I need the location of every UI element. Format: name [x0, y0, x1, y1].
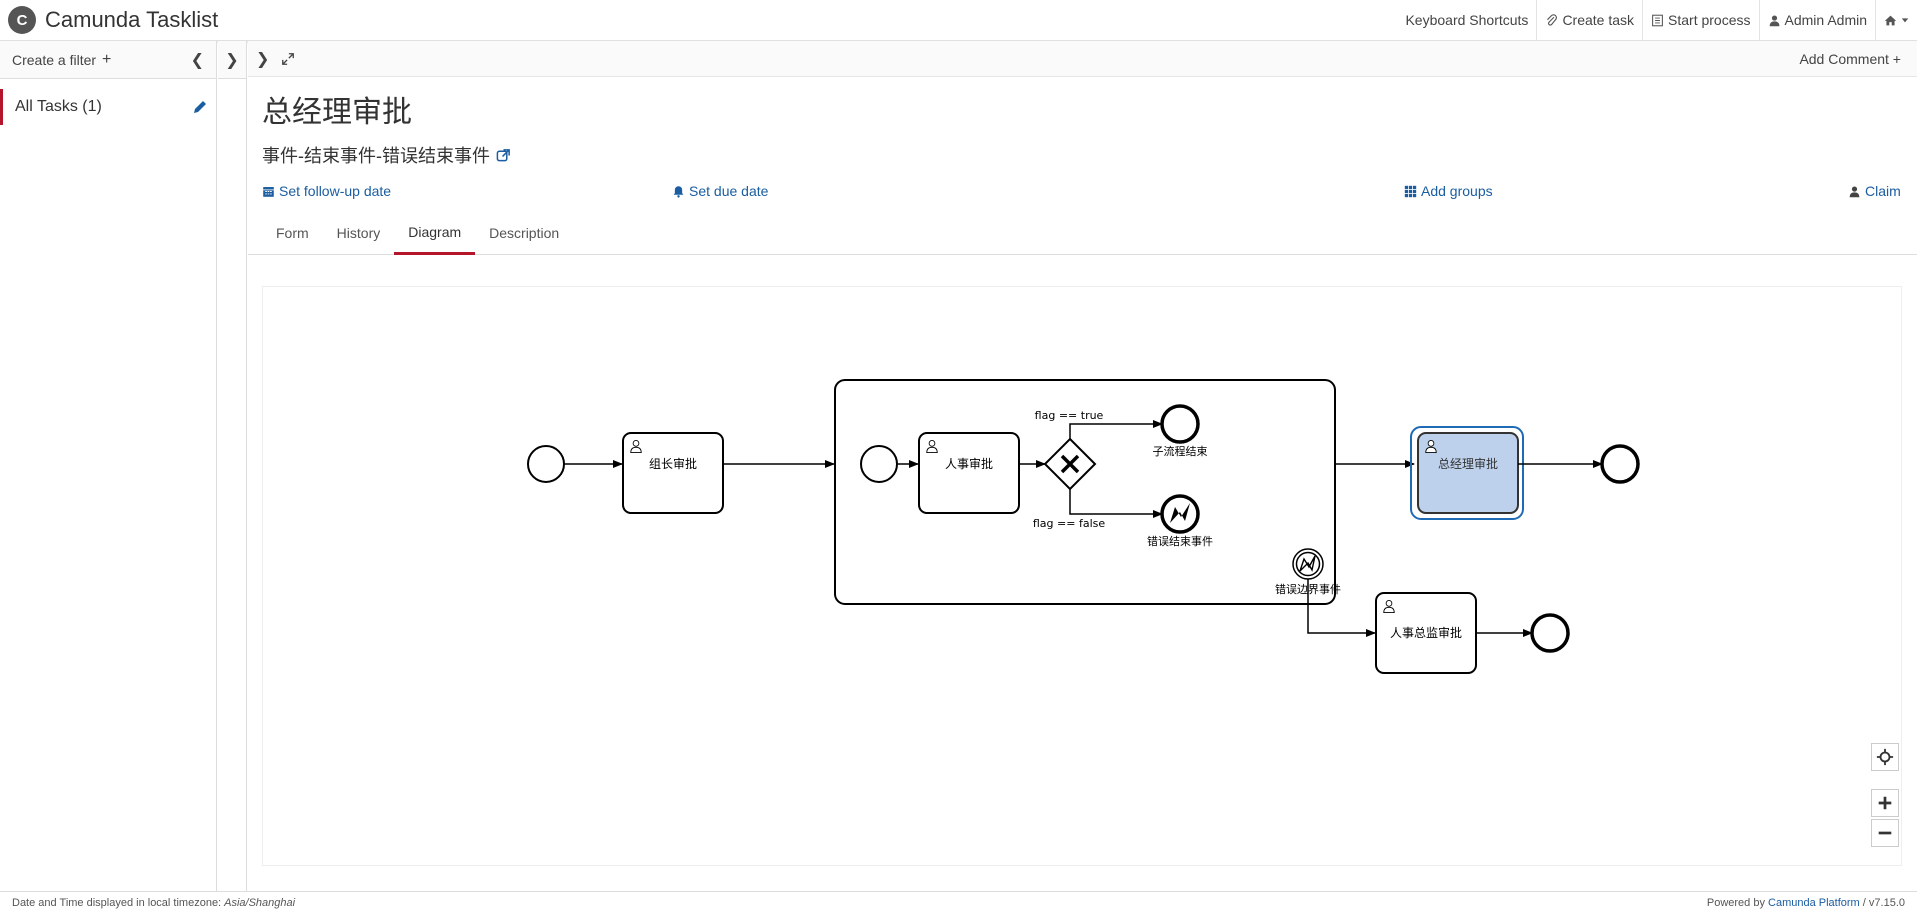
- x-icon: [1060, 454, 1080, 474]
- bpmn-diagram: 组长审批 人事审批 flag == true 子流程: [527, 379, 1640, 674]
- pencil-icon[interactable]: [192, 99, 208, 115]
- bell-icon: [673, 185, 684, 198]
- user-icon: [1849, 185, 1860, 197]
- expand-icon[interactable]: [281, 52, 295, 66]
- task-hr-director-approval[interactable]: 人事总监审批: [1375, 592, 1477, 674]
- task-hr-approval[interactable]: 人事审批: [918, 432, 1020, 514]
- claim-button[interactable]: Claim: [1848, 183, 1901, 199]
- set-follow-up-date-button[interactable]: Set follow-up date: [262, 183, 391, 199]
- user-menu[interactable]: Admin Admin: [1758, 0, 1875, 40]
- error-end-event[interactable]: [1160, 494, 1200, 534]
- svg-text:子流程结束: 子流程结束: [1153, 444, 1208, 458]
- svg-text:人事总监审批: 人事总监审批: [1390, 625, 1462, 640]
- error-lightning-icon: [1170, 503, 1190, 523]
- grid-icon: [1404, 185, 1417, 197]
- add-comment-button[interactable]: Add Comment +: [1799, 50, 1901, 67]
- task-tabs: Form History Diagram Description: [248, 211, 1917, 255]
- flow-label-true: flag == true: [1035, 409, 1104, 422]
- task-list-column: ❯: [218, 41, 247, 891]
- svg-text:人事审批: 人事审批: [945, 456, 993, 471]
- create-filter-bar: Create a filter + ❮: [0, 41, 216, 79]
- home-icon: [1884, 15, 1897, 25]
- app-title[interactable]: Camunda Tasklist: [45, 7, 219, 32]
- minus-icon: [1878, 831, 1892, 835]
- tab-description[interactable]: Description: [489, 225, 560, 241]
- filter-sidebar: Create a filter + ❮ All Tasks (1): [0, 41, 217, 891]
- add-groups-button[interactable]: Add groups: [1404, 183, 1493, 199]
- start-process-button[interactable]: Start process: [1642, 0, 1758, 40]
- user-icon: [1769, 14, 1779, 26]
- task-detail-panel: ❯ Add Comment + 总经理审批 事件-结束事件-错误结束事件 Set…: [248, 41, 1917, 891]
- bpmn-diagram-canvas[interactable]: 组长审批 人事审批 flag == true 子流程: [262, 286, 1902, 866]
- sequence-flow-false: [1069, 489, 1163, 518]
- subprocess-start-event[interactable]: [860, 445, 898, 483]
- keyboard-shortcuts-link[interactable]: Keyboard Shortcuts: [1405, 12, 1529, 28]
- svg-text:组长审批: 组长审批: [649, 456, 697, 471]
- flow-label-false: flag == false: [1033, 517, 1105, 530]
- process-definition-link[interactable]: 事件-结束事件-错误结束事件: [262, 142, 511, 168]
- paperclip-icon: [1547, 13, 1558, 26]
- filter-item-all-tasks[interactable]: All Tasks (1): [0, 89, 216, 125]
- sequence-flow-error: [1307, 579, 1376, 637]
- caret-down-icon: [1901, 18, 1909, 23]
- camunda-logo-icon[interactable]: C: [8, 6, 36, 34]
- set-due-date-button[interactable]: Set due date: [672, 183, 768, 199]
- task-general-manager-approval[interactable]: 总经理审批: [1410, 426, 1524, 520]
- subprocess-end-event[interactable]: [1160, 404, 1200, 444]
- tab-form[interactable]: Form: [276, 225, 309, 241]
- plus-icon[interactable]: +: [102, 50, 112, 68]
- create-task-button[interactable]: Create task: [1536, 0, 1642, 40]
- chevron-left-icon[interactable]: ❮: [190, 51, 204, 69]
- chevron-right-icon[interactable]: ❯: [218, 41, 246, 79]
- end-event-2[interactable]: [1530, 613, 1570, 653]
- zoom-out-button[interactable]: [1871, 819, 1899, 847]
- page-footer: Date and Time displayed in local timezon…: [0, 891, 1917, 913]
- task-group-leader-approval[interactable]: 组长审批: [622, 432, 724, 514]
- header-menu: Keyboard Shortcuts Create task Start pro…: [1397, 0, 1917, 40]
- external-link-icon[interactable]: [496, 148, 511, 163]
- calendar-icon: [263, 186, 274, 197]
- app-header: C Camunda Tasklist Keyboard Shortcuts Cr…: [0, 0, 1917, 41]
- end-event[interactable]: [1600, 444, 1640, 484]
- task-toolbar: ❯ Add Comment +: [248, 41, 1917, 77]
- sequence-flow-true: [1069, 420, 1163, 439]
- error-lightning-icon: [1299, 555, 1316, 572]
- create-filter-link[interactable]: Create a filter: [12, 51, 97, 68]
- reset-zoom-button[interactable]: [1871, 743, 1899, 771]
- start-event[interactable]: [527, 445, 565, 483]
- tab-diagram[interactable]: Diagram: [394, 211, 476, 255]
- tab-history[interactable]: History: [336, 225, 381, 241]
- error-boundary-event[interactable]: [1292, 548, 1324, 580]
- task-title: 总经理审批: [262, 96, 412, 129]
- camunda-platform-link[interactable]: Camunda Platform: [1768, 896, 1860, 909]
- crosshair-icon: [1876, 748, 1894, 766]
- list-icon: [1652, 14, 1663, 26]
- svg-text:总经理审批: 总经理审批: [1438, 456, 1498, 471]
- home-menu[interactable]: [1875, 0, 1917, 40]
- chevron-right-icon[interactable]: ❯: [256, 50, 270, 68]
- plus-icon: [1878, 796, 1892, 810]
- zoom-in-button[interactable]: [1871, 789, 1899, 817]
- svg-text:错误结束事件: 错误结束事件: [1147, 534, 1213, 548]
